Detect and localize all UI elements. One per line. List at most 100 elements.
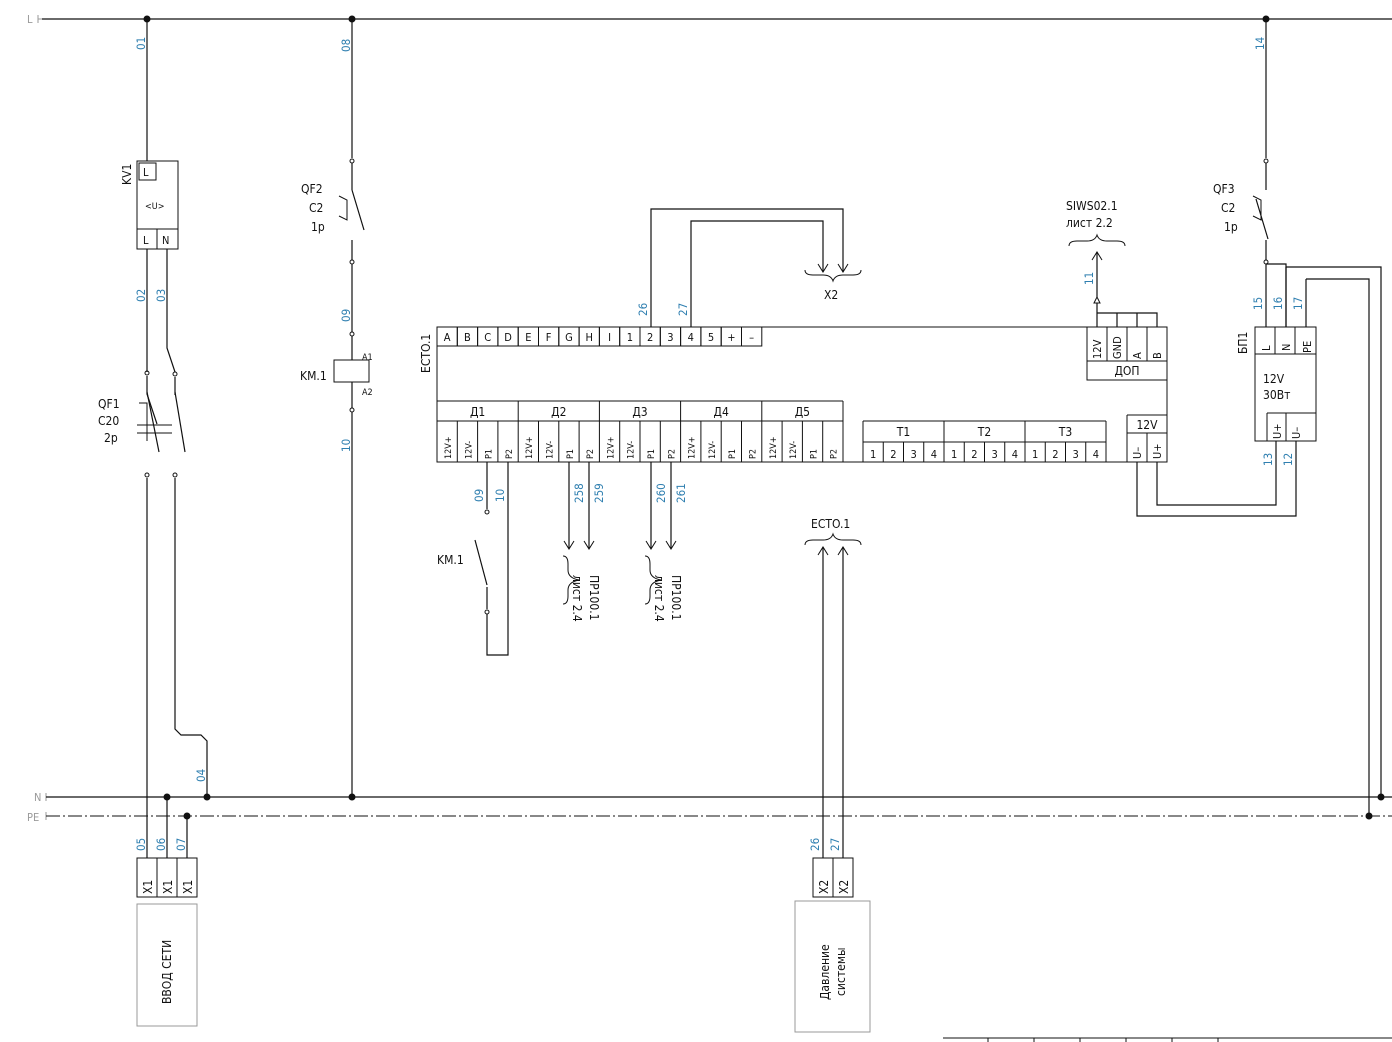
qf2-km1-branch: QF2 C2 1p A1 A2 KM.1 xyxy=(300,19,373,797)
wire-num: 05 xyxy=(134,838,148,851)
ecto-top-terminal: C xyxy=(484,331,491,344)
qf3-name: QF3 xyxy=(1213,182,1235,196)
ecto-input-pin: 12V- xyxy=(464,441,474,459)
ecto-temp-pin: 1 xyxy=(870,448,876,461)
pr-ref1-sheet: лист 2.4 xyxy=(570,575,584,622)
wire-num: 10 xyxy=(339,439,353,452)
wire-num: 11 xyxy=(1082,272,1096,285)
ecto-top-terminal: A xyxy=(444,331,451,344)
bp1-pin-pe: PE xyxy=(1301,341,1314,353)
ecto-input-name: Д5 xyxy=(795,405,810,419)
bus-lines: L N PE xyxy=(27,13,1392,824)
wire-num: 06 xyxy=(154,838,168,851)
junction-dots xyxy=(143,15,1385,820)
ecto-temp-pin: 2 xyxy=(971,448,977,461)
ecto-input-pin: P2 xyxy=(830,449,840,459)
ecto-input-pin: P2 xyxy=(505,449,515,459)
pressure-sensor-wiring: ECTO.1 xyxy=(804,517,862,858)
x1-term-2: X1 xyxy=(161,880,175,894)
ecto-top-terminal: + xyxy=(727,331,735,344)
qf1-rating: C20 xyxy=(98,414,119,428)
wire-num: 03 xyxy=(154,289,168,302)
wire-num: 09 xyxy=(339,309,353,322)
bp1-name: БП1 xyxy=(1236,332,1250,354)
x1-term-3: X1 xyxy=(181,880,195,894)
ecto-temp-pin: 3 xyxy=(991,448,997,461)
ecto-input-pin: 12V- xyxy=(627,441,637,459)
bus-n-label: N xyxy=(34,791,41,804)
ecto-top-terminal: G xyxy=(565,331,573,344)
qf2-rating: C2 xyxy=(309,201,323,215)
ecto-input-pin: 12V+ xyxy=(606,436,616,459)
ecto-temp-pin: 2 xyxy=(1052,448,1058,461)
x1-box-label: ВВОД СЕТИ xyxy=(160,940,174,1004)
wire-num: 261 xyxy=(674,483,688,503)
bp1-out-uplus: U+ xyxy=(1271,423,1284,439)
qf2-poles: 1p xyxy=(311,220,325,234)
ecto-dop-pin: 12V xyxy=(1091,339,1104,359)
ecto-top-terminal: B xyxy=(464,331,471,344)
qf1-breaker: QF1 C20 2p xyxy=(98,370,208,858)
wire-num: 10 xyxy=(493,489,507,502)
x2-term-2: X2 xyxy=(837,880,851,894)
wire-num: 15 xyxy=(1251,297,1265,310)
qf3-bp1-branch: QF3 C2 1p L N PE 12V 30Вт U+ U– БП1 xyxy=(1136,19,1382,816)
ecto-top-terminal: H xyxy=(586,331,593,344)
ecto-top-terminal: 4 xyxy=(688,331,694,344)
wire-num: 16 xyxy=(1271,297,1285,310)
wire-num: 04 xyxy=(194,769,208,782)
ecto-input-pin: P2 xyxy=(586,449,596,459)
wire-num: 13 xyxy=(1261,453,1275,466)
x2-terminal-block: X2 X2 Давление системы xyxy=(794,857,871,1033)
wire-num: 01 xyxy=(134,37,148,50)
ecto-power-pin: U+ xyxy=(1151,443,1164,459)
ecto-temp-name: T2 xyxy=(977,425,991,439)
wire-num: 26 xyxy=(636,303,650,316)
ecto-input-pin: P1 xyxy=(647,449,657,459)
wire-num: 17 xyxy=(1291,297,1305,310)
ecto-input-pin: P1 xyxy=(728,449,738,459)
wire-num: 259 xyxy=(592,483,606,503)
ecto-top-terminal: 5 xyxy=(708,331,714,344)
siws-ref-name: SIWS02.1 xyxy=(1066,199,1118,213)
ecto-temp-pin: 4 xyxy=(1093,448,1099,461)
wire-num: 27 xyxy=(828,838,842,851)
wire-num: 12 xyxy=(1281,453,1295,466)
pr-ref2-sheet: лист 2.4 xyxy=(652,575,666,622)
x2-term-1: X2 xyxy=(817,880,831,894)
x1-terminal-block: X1 X1 X1 ВВОД СЕТИ xyxy=(136,797,198,1027)
ecto-ref: ECTO.1 xyxy=(811,517,850,531)
bus-pe-label: PE xyxy=(27,811,39,824)
ecto-input-pin: P1 xyxy=(809,449,819,459)
kv1-pin-n: N xyxy=(162,234,169,247)
ecto-dop-pin: A xyxy=(1131,352,1144,359)
wire-num: 27 xyxy=(676,303,690,316)
title-block-fragment xyxy=(943,1037,1392,1042)
wire-num: 02 xyxy=(134,289,148,302)
ecto-input-pin: 12V- xyxy=(789,441,799,459)
ecto-input-pin: 12V- xyxy=(708,441,718,459)
ecto-temp-pin: 4 xyxy=(931,448,937,461)
km1-coil-name: KM.1 xyxy=(300,369,327,383)
kv1-pin-l: L xyxy=(143,166,149,179)
ecto-input-pin: P1 xyxy=(485,449,495,459)
ecto-input-pin: 12V- xyxy=(546,441,556,459)
wire-num: 260 xyxy=(654,483,668,503)
km1-contact-name: KM.1 xyxy=(437,553,464,567)
ecto-temp-pin: 4 xyxy=(1012,448,1018,461)
ecto-dop-label: ДОП xyxy=(1114,364,1139,378)
bp1-power: 30Вт xyxy=(1263,388,1290,402)
km1-a1: A1 xyxy=(362,353,373,363)
kv1-pin-l2: L xyxy=(143,234,149,247)
bus-l-label: L xyxy=(27,13,33,26)
ecto-top-terminal: – xyxy=(749,331,754,344)
wire-num: 14 xyxy=(1253,37,1267,50)
ecto-input-pin: 12V+ xyxy=(688,436,698,459)
x2-box-label-2: системы xyxy=(834,948,848,997)
